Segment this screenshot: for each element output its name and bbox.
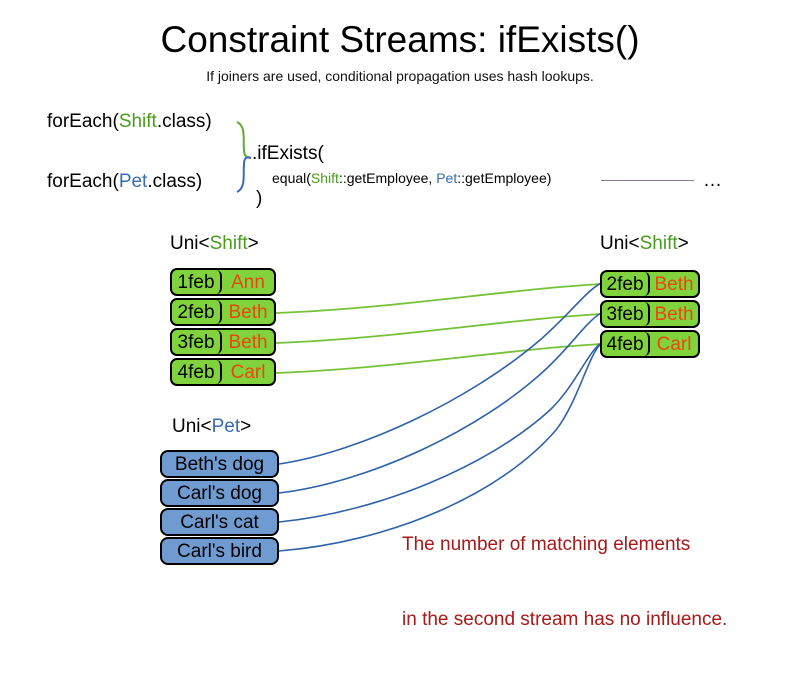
label-right-suffix: > bbox=[677, 233, 689, 254]
cell-key: 4feb bbox=[172, 360, 223, 384]
annotation-text: The number of matching elements in the s… bbox=[402, 482, 727, 682]
link-blue-carls-bird-to-4feb bbox=[278, 343, 602, 552]
page-subtitle: If joiners are used, conditional propaga… bbox=[206, 68, 594, 84]
page-title: Constraint Streams: ifExists() bbox=[160, 19, 640, 60]
label-pet-prefix: Uni< bbox=[172, 416, 212, 437]
link-green-4feb bbox=[275, 343, 602, 374]
annotation-line-2: in the second stream has no influence. bbox=[402, 609, 728, 630]
code-foreach-shift-type: Shift bbox=[118, 111, 157, 132]
code-foreach-shift-prefix: forEach( bbox=[47, 111, 119, 132]
code-foreach-pet-prefix: forEach( bbox=[47, 171, 119, 192]
cell-value: Carl's bird bbox=[177, 540, 262, 562]
code-close-paren: ) bbox=[256, 188, 263, 209]
cell-value: Carl's cat bbox=[180, 511, 259, 533]
slide-canvas: Constraint Streams: ifExists() If joiner… bbox=[47, 19, 727, 630]
cell-value: Beth bbox=[654, 273, 694, 295]
downstream-connector-line bbox=[601, 180, 694, 181]
table-row[interactable]: 3feb Beth bbox=[170, 328, 276, 356]
cell-key: 2feb bbox=[602, 272, 651, 296]
cell-value: Beth bbox=[654, 303, 694, 325]
table-row[interactable]: 4feb Carl bbox=[600, 330, 700, 358]
cell-value: Ann bbox=[231, 271, 265, 293]
label-right-prefix: Uni< bbox=[600, 233, 640, 254]
label-left-suffix: > bbox=[247, 233, 259, 254]
table-row[interactable]: 4feb Carl bbox=[170, 358, 276, 386]
code-foreach-pet: forEach(Pet.class) bbox=[47, 171, 202, 193]
list-item[interactable]: Carl's bird bbox=[160, 537, 279, 565]
link-green-2feb bbox=[275, 283, 602, 314]
connector-links bbox=[275, 282, 602, 552]
cell-value: Beth's dog bbox=[174, 453, 265, 475]
cell-value: Carl bbox=[230, 361, 266, 383]
cell-key: 1feb bbox=[172, 270, 223, 294]
cell-value: Carl bbox=[656, 333, 692, 355]
label-left-type: Shift bbox=[209, 233, 248, 254]
label-right-uni-shift: Uni<Shift> bbox=[600, 233, 689, 255]
link-blue-carls-cat-to-4feb bbox=[278, 342, 602, 523]
link-blue-carls-dog-to-3feb bbox=[278, 312, 602, 494]
cell-key: 3feb bbox=[172, 330, 223, 354]
code-equal-right-type: Pet bbox=[436, 170, 458, 186]
cell-key: 3feb bbox=[602, 302, 651, 326]
list-item[interactable]: Carl's cat bbox=[160, 508, 279, 536]
code-ifexists: .ifExists( bbox=[252, 143, 324, 164]
label-left-prefix: Uni< bbox=[170, 233, 210, 254]
code-foreach-pet-type: Pet bbox=[118, 171, 148, 192]
annotation-line-1: The number of matching elements bbox=[402, 534, 691, 555]
cell-key: 4feb bbox=[602, 332, 651, 356]
link-blue-beths-dog-to-2feb bbox=[278, 282, 602, 465]
downstream-ellipsis: … bbox=[703, 170, 722, 191]
code-equal-left-ref: ::getEmployee, bbox=[338, 170, 437, 186]
label-pet-suffix: > bbox=[240, 416, 252, 437]
label-left-uni-shift: Uni<Shift> bbox=[170, 233, 259, 255]
label-uni-pet: Uni<Pet> bbox=[172, 416, 251, 438]
cell-value: Carl's dog bbox=[177, 482, 262, 504]
cell-key: 2feb bbox=[172, 300, 223, 324]
code-equal-right-ref: ::getEmployee) bbox=[457, 170, 552, 186]
table-row[interactable]: 2feb Beth bbox=[600, 270, 700, 298]
brace-lower-blue-icon bbox=[236, 156, 252, 193]
label-right-type: Shift bbox=[639, 233, 678, 254]
code-foreach-pet-suffix: .class) bbox=[147, 171, 203, 192]
list-item[interactable]: Carl's dog bbox=[160, 479, 279, 507]
table-row[interactable]: 2feb Beth bbox=[170, 298, 276, 326]
table-row[interactable]: 3feb Beth bbox=[600, 300, 700, 328]
code-equal-joiner: equal(Shift::getEmployee, Pet::getEmploy… bbox=[272, 170, 551, 186]
cell-value: Beth bbox=[228, 331, 268, 353]
link-green-3feb bbox=[275, 313, 602, 344]
code-equal-prefix: equal( bbox=[272, 170, 311, 186]
list-item[interactable]: Beth's dog bbox=[160, 450, 279, 478]
label-pet-type: Pet bbox=[211, 416, 241, 437]
code-equal-left-type: Shift bbox=[310, 170, 339, 186]
brace-group bbox=[236, 121, 252, 193]
cell-value: Beth bbox=[228, 301, 268, 323]
code-foreach-shift: forEach(Shift.class) bbox=[47, 111, 212, 133]
code-foreach-shift-suffix: .class) bbox=[156, 111, 212, 132]
table-row[interactable]: 1feb Ann bbox=[170, 268, 276, 296]
